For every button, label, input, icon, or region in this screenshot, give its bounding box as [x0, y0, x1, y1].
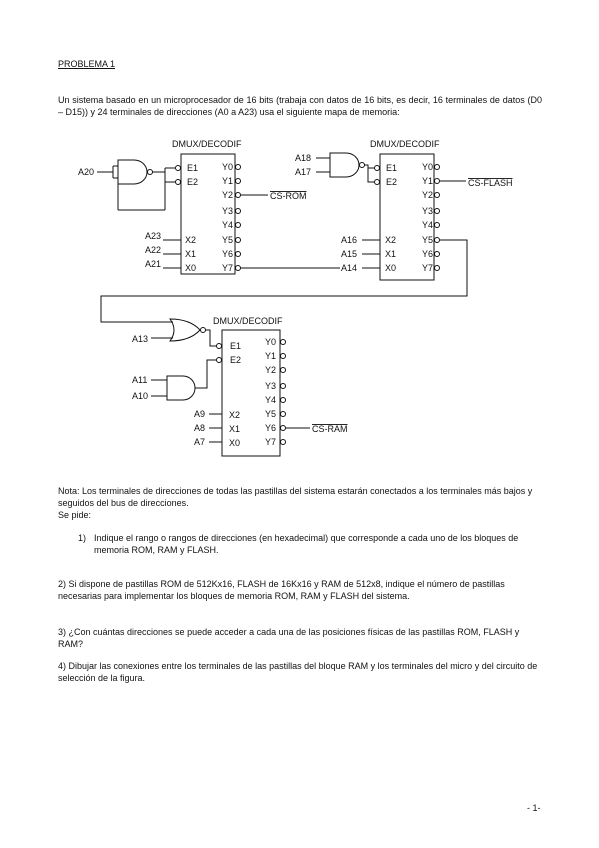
decoder1-block [180, 153, 236, 275]
decoder3-addr-a9: A9 [194, 409, 205, 419]
decoder3-y1: Y1 [265, 351, 276, 361]
decoder2-addr-a16: A16 [341, 235, 357, 245]
decoder1-y3: Y3 [222, 206, 233, 216]
decoder3-e2: E2 [230, 355, 241, 365]
decoder2-y0: Y0 [422, 162, 433, 172]
question1: Indique el rango o rangos de direcciones… [94, 533, 519, 555]
decoder1-y6: Y6 [222, 249, 233, 259]
decoder3-and-gate [151, 359, 216, 401]
decoder2-addr-a15: A15 [341, 249, 357, 259]
decoder1-x2: X2 [185, 235, 196, 245]
decoder1-x1: X1 [185, 249, 196, 259]
decoder3-e1: E1 [230, 341, 241, 351]
intro-paragraph: Un sistema basado en un microprocesador … [58, 95, 542, 117]
decoder2-y1: Y1 [422, 176, 433, 186]
decoder3-enable-a10: A10 [132, 391, 148, 401]
decoder2-addr-a14: A14 [341, 263, 357, 273]
decoder1-y2: Y2 [222, 190, 233, 200]
decoder1-y0: Y0 [222, 162, 233, 172]
decoder3-y4: Y4 [265, 395, 276, 405]
decoder1-addr-a23: A23 [145, 231, 161, 241]
decoder2-x0: X0 [385, 263, 396, 273]
decoder3-x1: X1 [229, 424, 240, 434]
cs-rom-label: CS-ROM [270, 191, 307, 201]
decoder1-x0: X0 [185, 263, 196, 273]
decoder1-addr-a22: A22 [145, 245, 161, 255]
decoder3-x0: X0 [229, 438, 240, 448]
page-number: - 1- [527, 803, 541, 813]
decoder2-x1: X1 [385, 249, 396, 259]
decoder3-y2: Y2 [265, 365, 276, 375]
decoder2-y2: Y2 [422, 190, 433, 200]
decoder3-title: DMUX/DECODIF [213, 316, 283, 326]
note-paragraph: Nota: Los terminales de direcciones de t… [58, 486, 533, 508]
question4: 4) Dibujar las conexiones entre los term… [58, 661, 538, 683]
cs-flash-label: CS-FLASH [468, 178, 513, 188]
decoder2-y4: Y4 [422, 220, 433, 230]
decoder3-or-gate [120, 318, 216, 347]
decoder3-enable-a13: A13 [132, 334, 148, 344]
decoder3-enable-a11: A11 [132, 375, 147, 385]
decoder3-addr-a8: A8 [194, 423, 205, 433]
cs-ram-label: CS-RAM [312, 424, 348, 434]
decoder1-outputs: Y0 Y1 Y2 Y3 Y4 Y5 Y6 Y7 [222, 162, 241, 273]
decoder1-y1: Y1 [222, 176, 233, 186]
decoder3-addr-a7: A7 [194, 437, 205, 447]
decoder2-y7: Y7 [422, 263, 433, 273]
decoder2-block [379, 153, 435, 281]
question2: 2) Si dispone de pastillas ROM de 512Kx1… [58, 579, 505, 601]
question3: 3) ¿Con cuántas direcciones se puede acc… [58, 627, 520, 649]
decoder1-nand-gate [97, 159, 175, 211]
decoder3-y6: Y6 [265, 423, 276, 433]
decoder2-y3: Y3 [422, 206, 433, 216]
decoder3-y5: Y5 [265, 409, 276, 419]
decoder3-y7: Y7 [265, 437, 276, 447]
decoder2-e1: E1 [386, 163, 397, 173]
decoder2-outputs: Y0 Y1 Y2 Y3 Y4 Y5 Y6 Y7 [422, 162, 440, 273]
decoder2-y6: Y6 [422, 249, 433, 259]
se-pide-label: Se pide: [58, 510, 92, 520]
decoder3-outputs: Y0 Y1 Y2 Y3 Y4 Y5 Y6 Y7 [265, 337, 286, 447]
decoder1-y7: Y7 [222, 263, 233, 273]
decoder1-y5: Y5 [222, 235, 233, 245]
decoder1-addr-a21: A21 [145, 259, 161, 269]
decoder2-enable-a18: A18 [295, 153, 311, 163]
decoder2-enable-a17: A17 [295, 167, 311, 177]
decoder3-block [221, 329, 281, 457]
decoder1-e2: E2 [187, 177, 198, 187]
decoder2-title: DMUX/DECODIF [370, 139, 440, 149]
decoder1-title: DMUX/DECODIF [172, 139, 242, 149]
decoder1-enable-input: A20 [78, 167, 94, 177]
decoder1-y4: Y4 [222, 220, 233, 230]
circuit-diagram: DMUX/DECODIF E1 E2 X2 X1 X0 Y0 Y1 Y2 Y3 … [78, 139, 513, 457]
decoder3-y3: Y3 [265, 381, 276, 391]
decoder2-y5: Y5 [422, 235, 433, 245]
decoder3-x2: X2 [229, 410, 240, 420]
question1-number: 1) [78, 533, 87, 543]
decoder2-e2: E2 [386, 177, 397, 187]
decoder1-e1: E1 [187, 163, 198, 173]
decoder3-y0: Y0 [265, 337, 276, 347]
decoder2-nand-gate [316, 152, 374, 183]
decoder2-x2: X2 [385, 235, 396, 245]
problem-title: PROBLEMA 1 [58, 59, 116, 69]
